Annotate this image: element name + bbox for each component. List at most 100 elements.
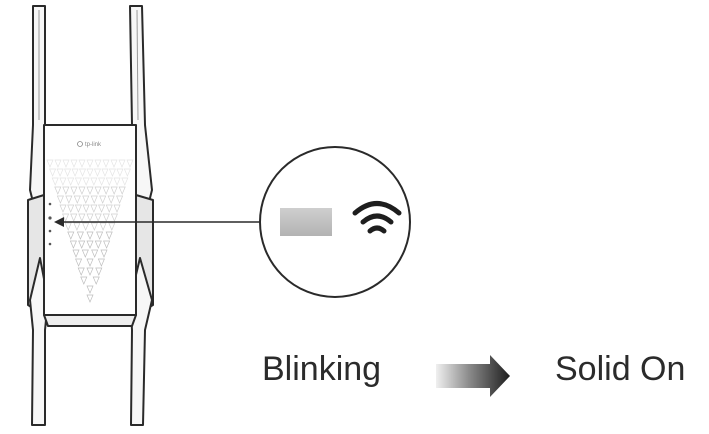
pattern-triangle bbox=[93, 168, 102, 177]
pattern-triangle bbox=[102, 213, 110, 222]
gradient-arrow-icon bbox=[436, 355, 510, 397]
pattern-triangle bbox=[73, 195, 81, 204]
pattern-triangle bbox=[110, 186, 118, 195]
led-bar-icon bbox=[280, 208, 332, 236]
pattern-triangle bbox=[69, 240, 77, 249]
pattern-triangle bbox=[67, 204, 75, 213]
pattern-triangle bbox=[90, 204, 98, 213]
pattern-triangle bbox=[67, 231, 75, 240]
pattern-triangle bbox=[86, 213, 94, 222]
pattern-triangle bbox=[72, 249, 80, 258]
pattern-triangle bbox=[105, 177, 113, 186]
led-dot bbox=[48, 229, 52, 233]
pattern-triangle bbox=[62, 159, 70, 168]
device-body bbox=[43, 124, 137, 316]
pattern-triangle bbox=[77, 267, 85, 276]
pattern-triangle bbox=[91, 249, 99, 258]
pattern-triangle bbox=[96, 231, 104, 240]
led-dot bbox=[48, 242, 52, 246]
pattern-triangle bbox=[99, 222, 107, 231]
pattern-triangle bbox=[56, 195, 64, 204]
pattern-triangle bbox=[116, 195, 124, 204]
callout-pointer bbox=[54, 217, 262, 227]
pattern-triangle bbox=[105, 204, 113, 213]
pattern-triangle bbox=[110, 213, 118, 222]
pattern-triangle bbox=[75, 258, 83, 267]
device-base bbox=[43, 314, 137, 327]
pattern-triangle bbox=[116, 168, 124, 177]
zoom-callout-circle bbox=[259, 146, 411, 298]
pattern-triangle bbox=[86, 231, 94, 240]
device-triangle-pattern bbox=[46, 159, 134, 303]
pattern-triangle bbox=[86, 258, 94, 267]
brand-logo-text: tp-link bbox=[85, 142, 102, 148]
pattern-triangle bbox=[74, 204, 82, 213]
pattern-triangle bbox=[49, 168, 57, 177]
pattern-triangle bbox=[99, 195, 107, 204]
pattern-triangle bbox=[59, 204, 67, 213]
pattern-triangle bbox=[86, 294, 94, 303]
pattern-triangle bbox=[82, 177, 90, 186]
pattern-triangle bbox=[94, 159, 102, 168]
pattern-triangle bbox=[78, 159, 86, 168]
pattern-triangle bbox=[74, 177, 82, 186]
pattern-triangle bbox=[65, 195, 73, 204]
pattern-triangle bbox=[70, 159, 78, 168]
brand-logo-icon bbox=[77, 141, 83, 147]
pattern-triangle bbox=[126, 159, 134, 168]
pattern-triangle bbox=[78, 240, 86, 249]
pattern-triangle bbox=[76, 231, 84, 240]
pattern-triangle bbox=[113, 177, 121, 186]
pattern-triangle bbox=[105, 231, 113, 240]
pattern-triangle bbox=[62, 186, 70, 195]
pattern-triangle bbox=[67, 177, 75, 186]
pattern-triangle bbox=[86, 159, 94, 168]
pattern-triangle bbox=[78, 186, 86, 195]
pattern-triangle bbox=[46, 159, 54, 168]
pattern-triangle bbox=[102, 186, 110, 195]
pattern-triangle bbox=[78, 168, 87, 177]
pattern-triangle bbox=[90, 195, 98, 204]
pattern-triangle bbox=[95, 267, 103, 276]
pattern-triangle bbox=[98, 177, 106, 186]
pattern-triangle bbox=[62, 213, 70, 222]
pattern-triangle bbox=[123, 168, 131, 177]
pattern-triangle bbox=[113, 204, 121, 213]
pattern-triangle bbox=[110, 159, 118, 168]
pattern-triangle bbox=[59, 177, 67, 186]
pattern-triangle bbox=[100, 249, 108, 258]
pattern-triangle bbox=[121, 177, 129, 186]
led-dot-wifi bbox=[48, 216, 52, 220]
pattern-triangle bbox=[51, 177, 59, 186]
pattern-triangle bbox=[81, 249, 89, 258]
pattern-triangle bbox=[54, 159, 62, 168]
pattern-triangle bbox=[82, 204, 90, 213]
pattern-triangle bbox=[86, 240, 94, 249]
state-label-solid-on: Solid On bbox=[555, 350, 686, 388]
pattern-triangle bbox=[80, 276, 88, 285]
pattern-triangle bbox=[94, 240, 102, 249]
led-dot bbox=[48, 202, 52, 206]
pattern-triangle bbox=[108, 222, 116, 231]
pattern-triangle bbox=[56, 168, 64, 177]
range-extender-device bbox=[27, 5, 154, 426]
wifi-signal-icon bbox=[352, 201, 402, 234]
pattern-triangle bbox=[86, 285, 94, 294]
pattern-triangle bbox=[86, 267, 94, 276]
pattern-triangle bbox=[71, 168, 79, 177]
pattern-triangle bbox=[82, 195, 90, 204]
pattern-triangle bbox=[90, 177, 98, 186]
pattern-triangle bbox=[98, 204, 106, 213]
pattern-triangle bbox=[70, 186, 78, 195]
device-led-column bbox=[48, 202, 52, 246]
pattern-triangle bbox=[86, 168, 94, 177]
state-label-blinking: Blinking bbox=[262, 350, 382, 388]
pattern-triangle bbox=[86, 186, 94, 195]
pattern-triangle bbox=[102, 159, 110, 168]
pattern-triangle bbox=[107, 195, 115, 204]
pattern-triangle bbox=[64, 222, 72, 231]
pattern-triangle bbox=[94, 186, 102, 195]
pattern-triangle bbox=[70, 213, 78, 222]
pattern-triangle bbox=[97, 258, 105, 267]
